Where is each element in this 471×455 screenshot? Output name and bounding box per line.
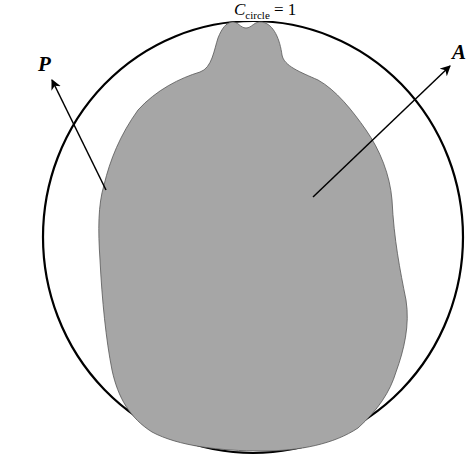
leader-line	[52, 80, 106, 190]
value: = 1	[274, 0, 296, 19]
bounding-circle	[43, 21, 463, 453]
symbol: C	[234, 0, 245, 19]
formula-label: Ccircle = 1	[232, 1, 298, 21]
shape-region	[99, 22, 407, 451]
area-label: A	[452, 42, 466, 63]
perimeter-label: P	[38, 54, 51, 75]
subscript: circle	[245, 9, 269, 21]
leader-line	[313, 66, 450, 197]
